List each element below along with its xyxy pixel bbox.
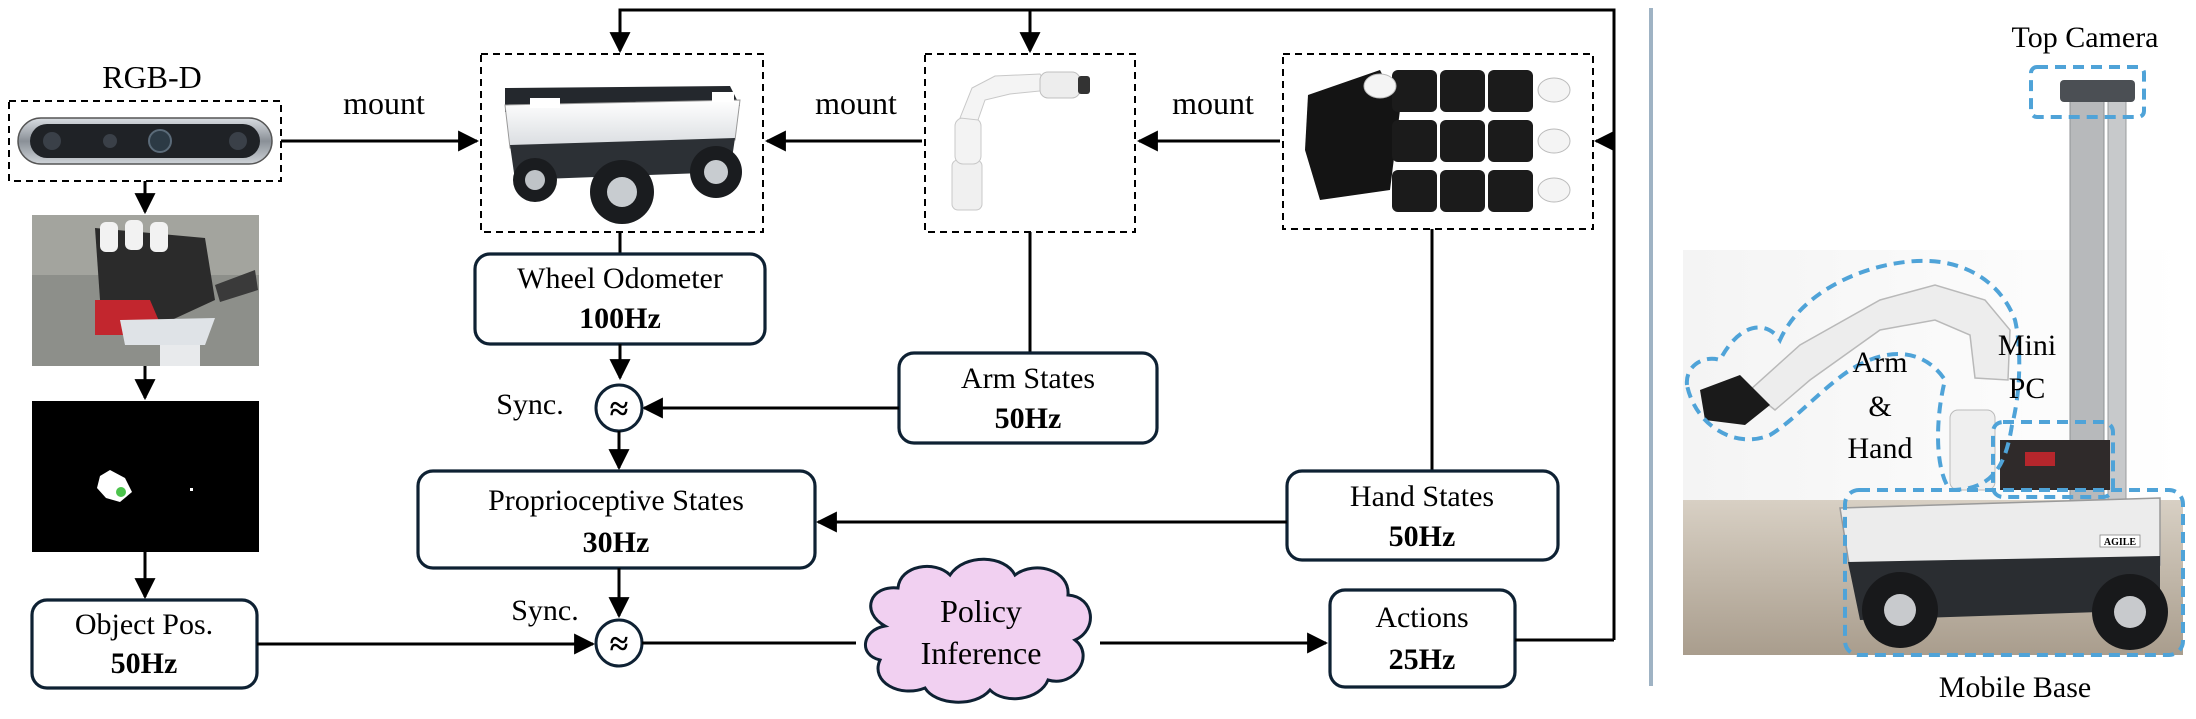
- actions-rate: 25Hz: [1389, 643, 1456, 676]
- robot-arm-image: [924, 53, 1136, 233]
- wheel-odometer-rate: 100Hz: [579, 302, 661, 335]
- proprioceptive-states-box: Proprioceptive States 30Hz: [416, 469, 817, 570]
- arm-states-name: Arm States: [961, 362, 1095, 395]
- mini-pc-label-1: Mini: [1998, 329, 2056, 362]
- mount-label-arm: mount: [815, 85, 897, 121]
- mini-pc-label-2: PC: [2009, 372, 2046, 405]
- hand-states-box: Hand States 50Hz: [1285, 469, 1560, 562]
- policy-inference-cloud: Policy Inference: [863, 557, 1092, 704]
- arm-states-box: Arm States 50Hz: [897, 351, 1159, 445]
- proprioceptive-states-name: Proprioceptive States: [488, 484, 744, 517]
- arm-states-rate: 50Hz: [995, 402, 1062, 435]
- mount-label-camera: mount: [343, 85, 425, 121]
- arm-hand-label-3: Hand: [1848, 432, 1913, 465]
- sync-symbol-2: ≈: [610, 626, 629, 663]
- mount-label-hand: mount: [1172, 85, 1254, 121]
- arm-hand-label-2: &: [1868, 390, 1891, 423]
- proprioceptive-states-rate: 30Hz: [583, 526, 650, 559]
- sync-node-2: ≈: [594, 618, 644, 668]
- hand-states-name: Hand States: [1350, 480, 1494, 513]
- policy-line2: Inference: [921, 635, 1042, 671]
- sync-symbol-1: ≈: [610, 391, 629, 428]
- feedback-line-to-base: [609, 8, 1616, 640]
- wheel-odometer-name: Wheel Odometer: [517, 262, 723, 295]
- arm-hand-label-1: Arm: [1853, 346, 1908, 379]
- hand-states-rate: 50Hz: [1389, 520, 1456, 553]
- robot-photo: AGILE: [1683, 80, 2183, 655]
- mobile-base-image: [480, 53, 764, 233]
- sync-label-1: Sync.: [496, 388, 564, 421]
- arm-hand-callout: [1684, 258, 2022, 493]
- wheel-odometer-box: Wheel Odometer 100Hz: [473, 252, 767, 346]
- mini-pc-callout: [1991, 420, 2115, 499]
- top-camera-label: Top Camera: [2011, 21, 2158, 54]
- sync-label-2: Sync.: [511, 594, 579, 627]
- actions-name: Actions: [1375, 601, 1468, 634]
- rgbd-title: RGB-D: [102, 59, 202, 95]
- rgbd-camera-image: [8, 100, 282, 182]
- actions-box: Actions 25Hz: [1328, 588, 1517, 689]
- top-camera-callout: [2029, 65, 2146, 119]
- object-pos-name: Object Pos.: [75, 608, 213, 641]
- policy-line1: Policy: [940, 593, 1022, 629]
- robot-hand-image: [1282, 53, 1594, 230]
- mobile-base-label: Mobile Base: [1939, 671, 2091, 704]
- segmentation-mask-image: [32, 401, 259, 552]
- object-pos-rate: 50Hz: [111, 647, 178, 680]
- sync-node-1: ≈: [594, 383, 644, 433]
- mobile-base-callout: [1843, 488, 2185, 657]
- rgb-frame-image: [32, 215, 259, 366]
- object-pos-box: Object Pos. 50Hz: [30, 598, 259, 690]
- base-logo-text: AGILE: [2104, 537, 2137, 548]
